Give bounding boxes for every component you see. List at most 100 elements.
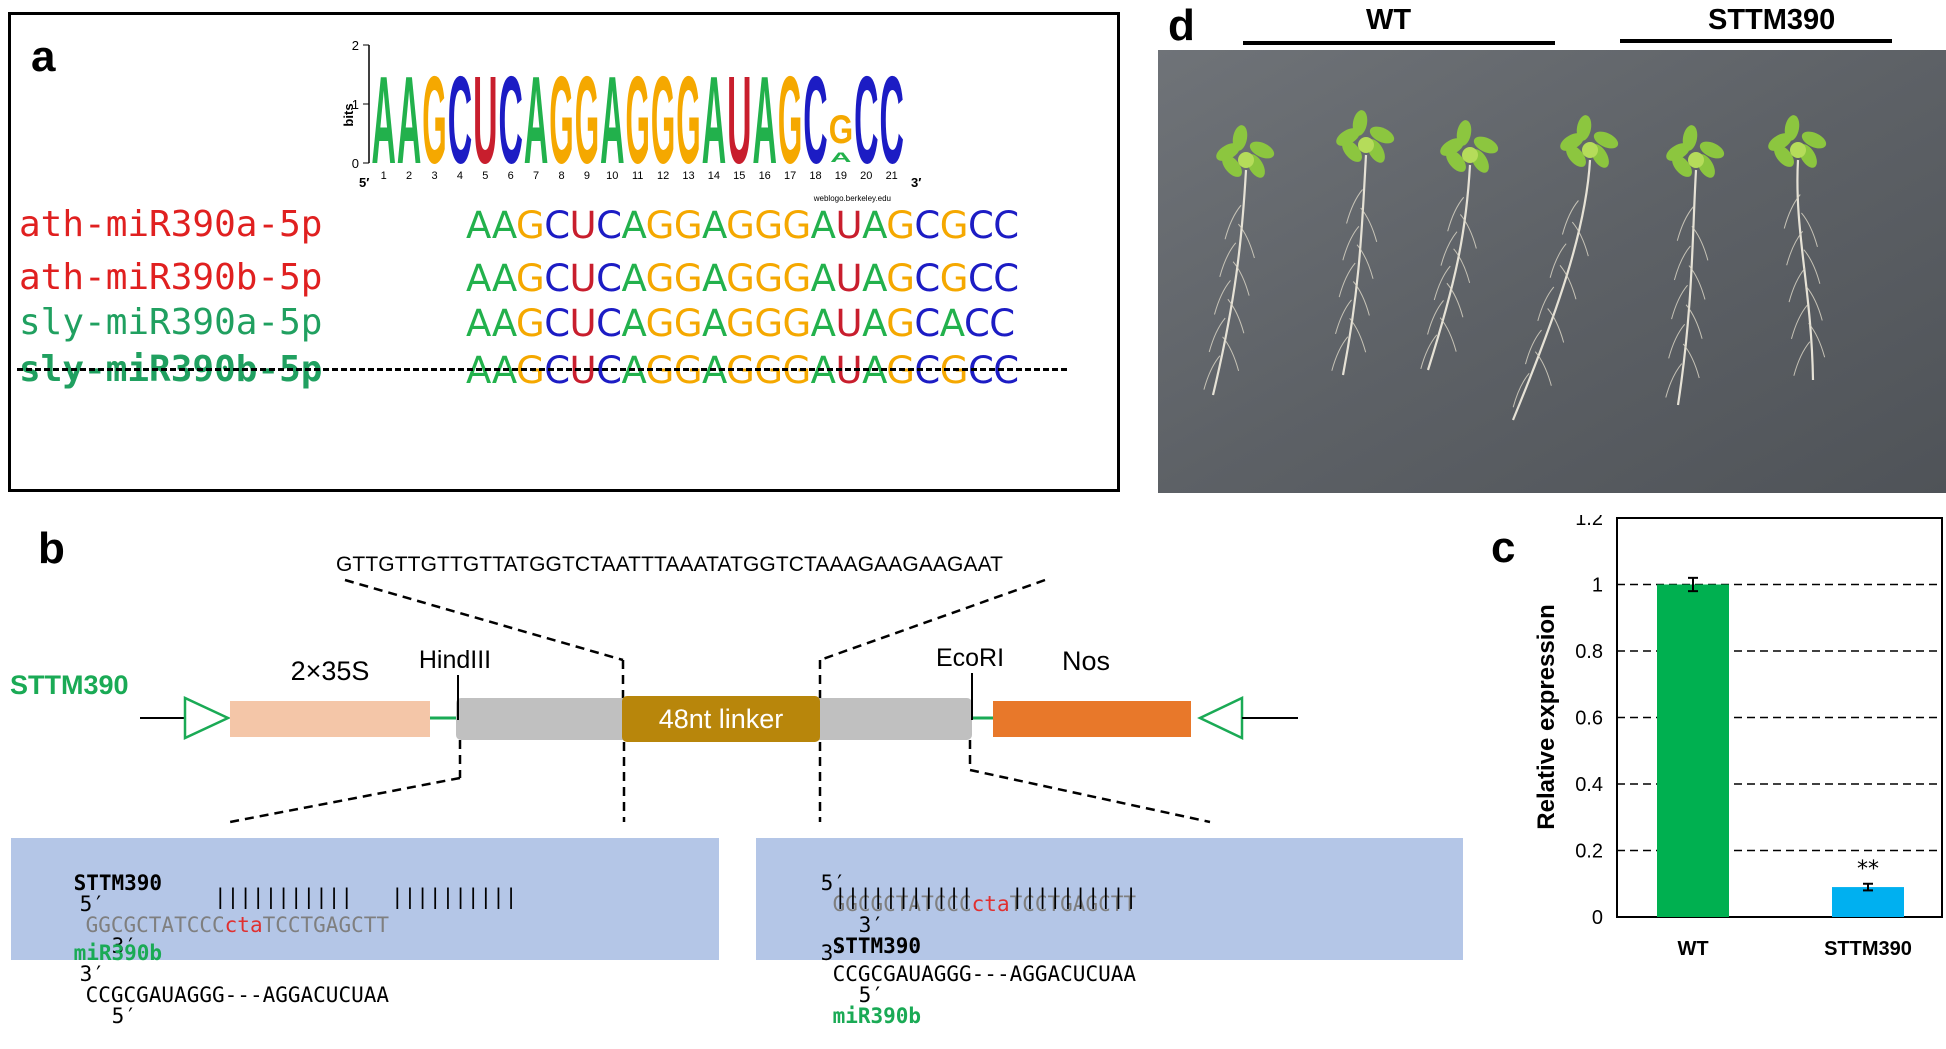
linker-box bbox=[622, 696, 820, 742]
bp-right-top-seq-a: GGCGCTATCCC bbox=[832, 892, 972, 916]
bp-left-top-end5: 5′ bbox=[79, 892, 105, 916]
logo-letter: A bbox=[600, 52, 624, 190]
logo-position: 2 bbox=[406, 170, 412, 182]
logo-position: 15 bbox=[733, 170, 745, 182]
logo-letter: U bbox=[727, 52, 751, 190]
bp-right-top-bulge: cta bbox=[971, 892, 1010, 916]
panel-c-letter: c bbox=[1491, 523, 1516, 572]
left-triangle-marker bbox=[183, 696, 231, 740]
y-tick-label: 1.2 bbox=[1575, 515, 1603, 530]
logo-letter: G bbox=[651, 52, 675, 190]
bp-left-top-bulge: cta bbox=[224, 913, 263, 937]
logo-letter: C bbox=[854, 52, 878, 190]
logo-letter: C bbox=[880, 52, 904, 190]
bp-right-top-name: STTM390 bbox=[832, 934, 922, 958]
logo-position: 7 bbox=[533, 170, 539, 182]
group-wt-label: WT bbox=[1366, 4, 1412, 36]
group-sttm-bar bbox=[1620, 39, 1892, 43]
logo-position: 12 bbox=[657, 170, 669, 182]
logo-letter: C bbox=[499, 52, 523, 190]
bp-left-top-seq-a: GGCGCTATCCC bbox=[85, 913, 225, 937]
logo-credit: weblogo.berkeley.edu bbox=[813, 194, 891, 203]
mirna-row: sly-miR390a-5p AAGCUCAGGAGGGAUAGCACC bbox=[19, 302, 1015, 343]
construct-label: STTM390 bbox=[10, 670, 129, 700]
y-tick-label: 0.6 bbox=[1575, 708, 1603, 730]
logo-position: 4 bbox=[457, 170, 463, 182]
panel-b-letter: b bbox=[38, 524, 65, 573]
y-tick-label: 0.8 bbox=[1575, 641, 1603, 663]
logo-letter: A bbox=[397, 52, 421, 190]
seedling bbox=[1331, 110, 1395, 376]
seedling bbox=[1203, 125, 1275, 396]
y-tick-label: 0 bbox=[1592, 907, 1603, 929]
logo-letter: A bbox=[753, 52, 777, 190]
logo-position: 21 bbox=[886, 170, 898, 182]
stem-right-grey bbox=[812, 698, 972, 740]
group-sttm-label: STTM390 bbox=[1708, 4, 1836, 36]
logo-position: 1 bbox=[381, 170, 387, 182]
bp-box-left: STTM390 5′ GGCGCTATCCCctaTCCTGAGCTT 3′ |… bbox=[11, 838, 719, 1027]
linker-label: 48nt linker bbox=[659, 704, 784, 734]
logo-letter: A bbox=[702, 52, 726, 190]
bp-right-pairs: ||||||||||| |||||||||| bbox=[834, 885, 1138, 909]
mirna-sequence: AAGCUCAGGAGGGAUAGCGCC bbox=[466, 204, 1019, 247]
bp-left-top-seq-b: TCCTGAGCTT bbox=[262, 913, 390, 937]
x-tick-label: WT bbox=[1677, 938, 1708, 960]
bp-box-right: 5′ GGCGCTATCCCctaTCCTGAGCTT 3′ STTM390 |… bbox=[756, 838, 1463, 1027]
logo-letter: A bbox=[524, 52, 548, 190]
hindiii-label: HindIII bbox=[419, 646, 491, 674]
logo-y-label: bits bbox=[341, 103, 356, 126]
chart-ticks: 00.20.40.60.811.2 bbox=[1575, 515, 1603, 929]
bp-right-bottom-name: miR390b bbox=[832, 1004, 922, 1028]
logo-3prime: 3′ bbox=[911, 175, 921, 190]
seedling bbox=[1665, 125, 1725, 406]
bp-right-top-seq-b: TCCTGAGCTT bbox=[1009, 892, 1137, 916]
chart-bars: ** bbox=[1657, 576, 1904, 917]
logo-position: 17 bbox=[784, 170, 796, 182]
chart-xlabels: WT STTM390 bbox=[1677, 938, 1911, 960]
nos-box bbox=[993, 701, 1191, 737]
group-wt-bar bbox=[1243, 41, 1555, 45]
construct-diagram: STTM390 2×35S HindIII EcoRI Nos 48nt lin… bbox=[10, 578, 1298, 824]
panel-a-letter: a bbox=[31, 32, 56, 81]
logo-5prime: 5′ bbox=[359, 175, 369, 190]
logo-position: 5 bbox=[482, 170, 488, 182]
seedling bbox=[1768, 115, 1827, 381]
bp-left-bottom-name: miR390b bbox=[73, 941, 163, 965]
significance-label: ** bbox=[1857, 857, 1879, 882]
bp-right-top-end5: 5′ bbox=[820, 871, 846, 895]
bp-left-top-name: STTM390 bbox=[73, 871, 163, 895]
promoter-35s-box bbox=[230, 701, 430, 737]
logo-letter: C bbox=[448, 52, 472, 190]
seedlings bbox=[1203, 110, 1827, 421]
logo-letter-alt: A bbox=[830, 149, 851, 165]
y-tick-label: 1 bbox=[1592, 575, 1603, 597]
logo-tick-1: 1 bbox=[352, 97, 359, 112]
promoter-label: 2×35S bbox=[291, 656, 370, 686]
logo-position: 8 bbox=[558, 170, 564, 182]
logo-letter: G bbox=[626, 52, 650, 190]
mirna-sequence: AAGCUCAGGAGGGAUAGCACC bbox=[466, 302, 1015, 345]
x-tick-label: STTM390 bbox=[1824, 938, 1912, 960]
logo-position: 16 bbox=[759, 170, 771, 182]
logo-letter: G bbox=[829, 108, 853, 152]
seedling bbox=[1420, 120, 1499, 371]
bp-right-bottom-end3: 3′ bbox=[820, 941, 846, 965]
logo-letter: A bbox=[372, 52, 396, 190]
logo-position: 13 bbox=[682, 170, 694, 182]
panel-d-letter: d bbox=[1168, 1, 1195, 50]
logo-letter: G bbox=[549, 52, 573, 190]
mirna-name: sly-miR390a-5p bbox=[19, 302, 323, 343]
logo-position: 11 bbox=[632, 170, 643, 182]
bp-left-top-end3: 3′ bbox=[111, 934, 137, 958]
bp-right-top-end3: 3′ bbox=[858, 913, 884, 937]
seedling bbox=[1511, 115, 1619, 421]
logo-letter: U bbox=[473, 52, 497, 190]
logo-position: 19 bbox=[835, 170, 847, 182]
